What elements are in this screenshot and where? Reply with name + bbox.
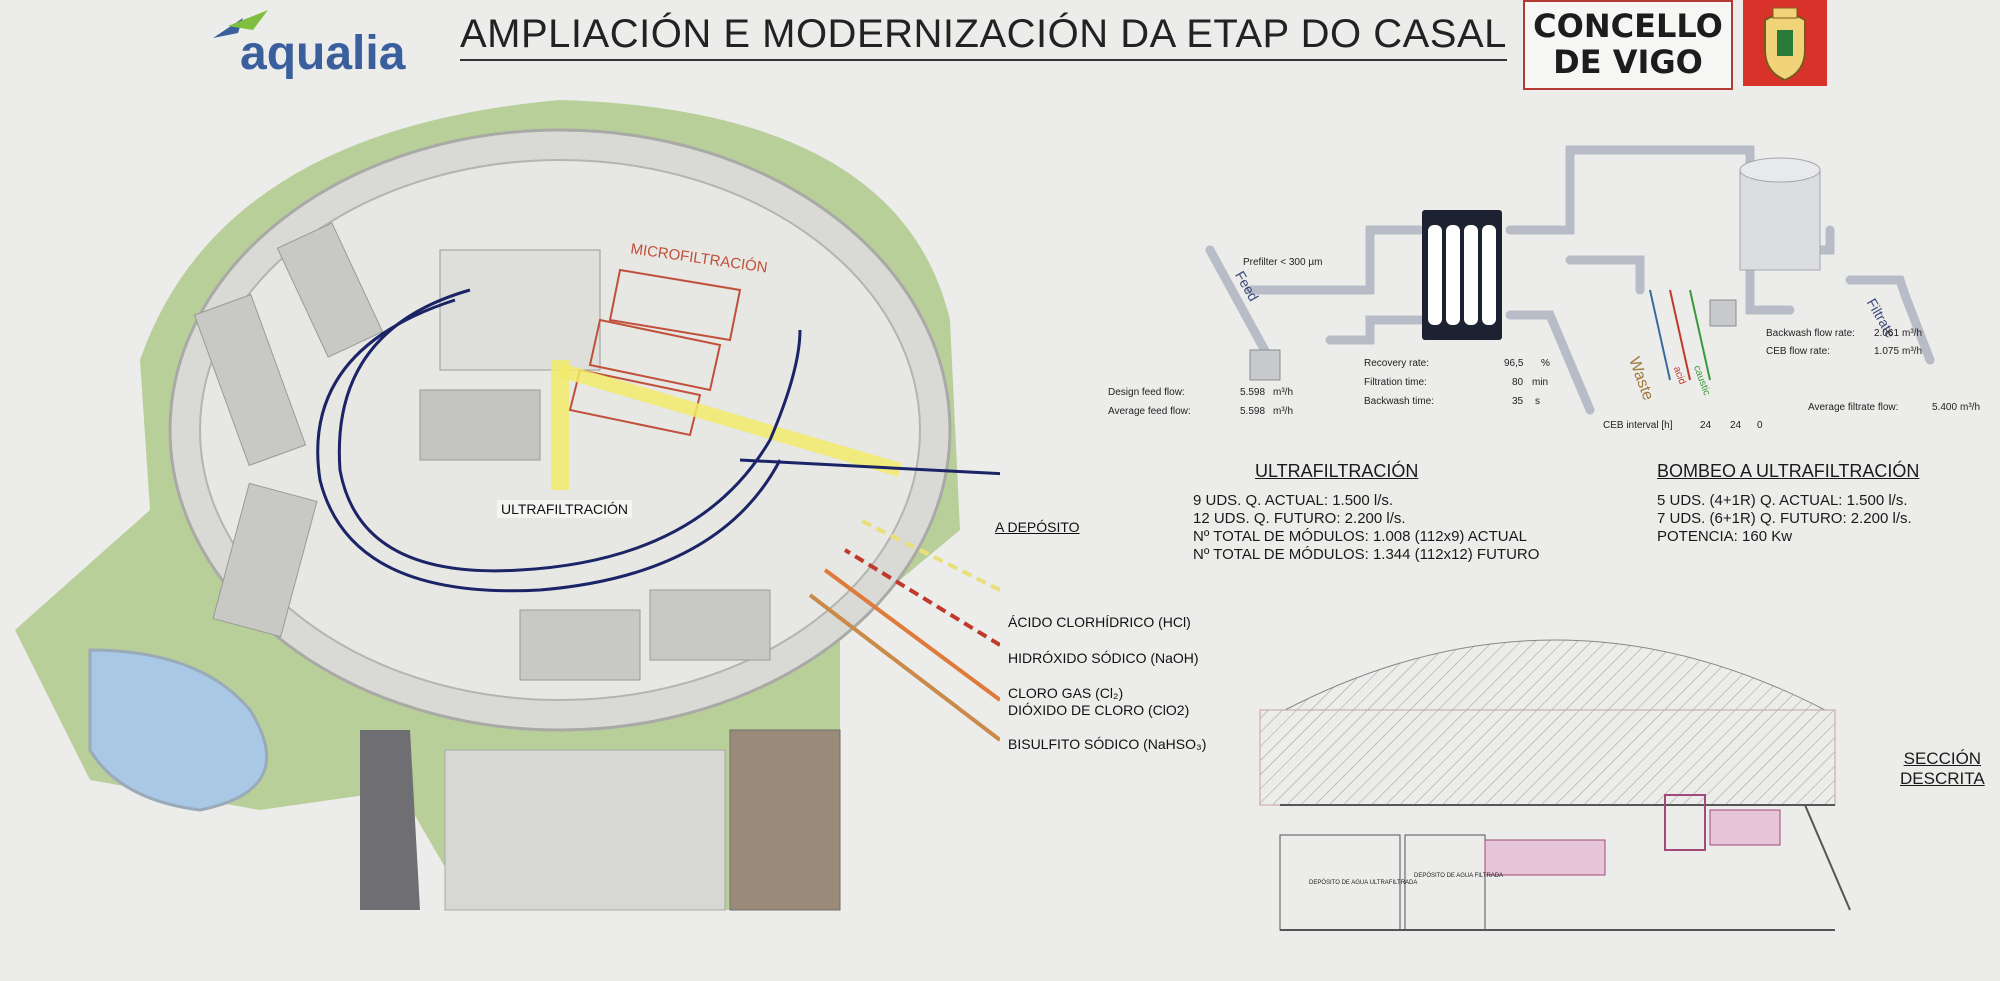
ceb-flow-rate-unit: m³/h [1902, 346, 1922, 357]
ceb-flow-rate-value: 1.075 [1874, 346, 1900, 357]
ultrafiltration-flow-loop [316, 288, 1000, 593]
bombeo-title: BOMBEO A ULTRAFILTRACIÓN [1657, 461, 1920, 481]
uf-spec-4: Nº TOTAL DE MÓDULOS: 1.344 (112x12) FUTU… [1193, 546, 1540, 563]
chem-hcl: ÁCIDO CLORHÍDRICO (HCl) [1008, 614, 1191, 630]
average-feed-flow-value: 5.598 [1240, 406, 1266, 417]
vigo-crest [1743, 0, 1827, 86]
tank1-label: DEPÓSITO DE AGUA ULTRAFILTRADA [1309, 880, 1418, 886]
recovery-rate-label: Recovery rate: [1364, 358, 1430, 369]
bombeo-spec-1: 5 UDS. (4+1R) Q. ACTUAL: 1.500 l/s. [1657, 492, 1908, 509]
building-tower [729, 729, 841, 911]
chem-dosing-lines [1649, 289, 1711, 381]
chem-clo2: DIÓXIDO DE CLORO (ClO2) [1008, 702, 1190, 718]
uf-spec-3: Nº TOTAL DE MÓDULOS: 1.008 (112x9) ACTUA… [1193, 528, 1527, 545]
backwash-time-label: Backwash time: [1364, 396, 1435, 407]
filtrate-tank [1739, 157, 1821, 271]
crest-icon [1743, 0, 1827, 86]
ceb-flow-rate-label: CEB flow rate: [1766, 346, 1830, 357]
recovery-rate-unit: % [1541, 358, 1550, 369]
hcl-pipe-h [558, 363, 902, 477]
brand-name: aqualia [240, 27, 406, 80]
page-title: AMPLIACIÓN E MODERNIZACIÓN DA ETAP DO CA… [460, 12, 1507, 61]
backwash-time-unit: s [1535, 396, 1540, 407]
uf-rack [1709, 809, 1781, 846]
a-deposito-label: A DEPÓSITO [995, 519, 1080, 535]
ceb-interval-3: 0 [1757, 420, 1763, 431]
microfiltration-outline [568, 268, 742, 437]
ceb-interval-1: 24 [1700, 420, 1712, 431]
concello-line2: DE VIGO [1553, 43, 1703, 81]
filtration-time-unit: min [1532, 377, 1549, 388]
tank2-label: DEPÓSITO DE AGUA FILTRADA [1414, 873, 1504, 879]
filtration-time-label: Filtration time: [1364, 377, 1427, 388]
section-title: SECCIÓN DESCRITA [1900, 749, 1985, 789]
equipment-blocks [193, 222, 771, 681]
backwash-time-value: 35 [1512, 396, 1524, 407]
building-front [444, 749, 726, 911]
recovery-rate-value: 96,5 [1504, 358, 1524, 369]
ceb-interval-2: 24 [1730, 420, 1742, 431]
section-title-line1: SECCIÓN [1903, 749, 1982, 768]
prefilter-label: Prefilter < 300 µm [1243, 257, 1323, 268]
uf-modules [1422, 210, 1502, 340]
pump-rack [1664, 794, 1706, 851]
ceb-interval-label: CEB interval [h] [1603, 420, 1673, 431]
feed-pump [1249, 349, 1281, 381]
aqualia-logo [208, 8, 408, 88]
backwash-flow-rate-label: Backwash flow rate: [1766, 328, 1855, 339]
dome [1284, 639, 1826, 711]
average-feed-flow-label: Average feed flow: [1108, 406, 1191, 417]
uf-spec-2: 12 UDS. Q. FUTURO: 2.200 l/s. [1193, 510, 1406, 527]
bombeo-spec-2: 7 UDS. (6+1R) Q. FUTURO: 2.200 l/s. [1657, 510, 1912, 527]
average-filtrate-flow-label: Average filtrate flow: [1808, 402, 1899, 413]
ultrafiltracion-label: ULTRAFILTRACIÓN [497, 500, 633, 518]
uf-spec-1: 9 UDS. Q. ACTUAL: 1.500 l/s. [1193, 492, 1394, 509]
average-filtrate-flow-value: 5.400 [1932, 402, 1958, 413]
chem-cl2: CLORO GAS (Cl₂) [1008, 685, 1124, 701]
uf-flow-diagram [1205, 145, 1935, 415]
design-feed-flow-label: Design feed flow: [1108, 387, 1185, 398]
aqualia-logo-icon [213, 10, 268, 38]
filtration-time-value: 80 [1512, 377, 1524, 388]
concello-badge: CONCELLO DE VIGO [1523, 0, 1733, 90]
design-feed-flow-unit: m³/h [1273, 387, 1293, 398]
average-feed-flow-unit: m³/h [1273, 406, 1293, 417]
concello-line1: CONCELLO [1533, 7, 1723, 45]
chem-naoh: HIDRÓXIDO SÓDICO (NaOH) [1008, 650, 1199, 666]
design-feed-flow-value: 5.598 [1240, 387, 1266, 398]
plant-illustration [15, 100, 1000, 911]
hatched-zone [1259, 709, 1836, 806]
ultrafiltracion-title: ULTRAFILTRACIÓN [1255, 461, 1419, 481]
chem-nahso3: BISULFITO SÓDICO (NaHSO₃) [1008, 736, 1207, 752]
chemical-arrows [808, 518, 1000, 742]
pool [88, 648, 269, 812]
section-title-line2: DESCRITA [1900, 769, 1985, 788]
backwash-pump [1709, 299, 1737, 327]
uf-skid [1484, 839, 1606, 876]
section-drawing [1259, 639, 1851, 931]
road [360, 730, 420, 910]
bombeo-spec-3: POTENCIA: 160 Kw [1657, 528, 1793, 545]
average-filtrate-flow-unit: m³/h [1960, 402, 1980, 413]
backwash-flow-rate-value: 2.061 [1874, 328, 1900, 339]
backwash-flow-rate-unit: m³/h [1902, 328, 1922, 339]
